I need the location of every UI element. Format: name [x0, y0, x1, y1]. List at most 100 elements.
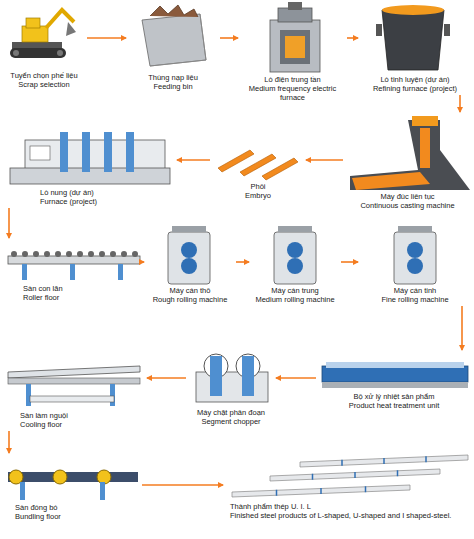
drawing-part	[53, 470, 67, 484]
station-name-vi: Bộ xử lý nhiệt sản phẩm	[320, 392, 468, 401]
drawing-part	[398, 226, 432, 232]
station-name-vi: Máy chặt phân đoạn	[190, 408, 272, 417]
process-station: Máy cán thôRough rolling machine	[146, 224, 234, 304]
drawing-part	[57, 50, 63, 56]
drawing-part	[60, 132, 68, 172]
bundling-floor	[8, 470, 138, 500]
drawing-part	[168, 226, 210, 284]
station-name-vi: Sàn làm nguội	[20, 411, 143, 420]
drawing-part	[97, 470, 111, 484]
flow-arrow	[341, 261, 358, 263]
drawing-part	[8, 378, 140, 384]
process-station: Lò tinh luyện (dự án)Refining furnace (p…	[360, 3, 470, 93]
station-name-vi: Máy cán thô	[148, 286, 232, 295]
drawing-part	[420, 128, 430, 168]
excavator	[10, 10, 76, 58]
station-name-vi: Sàn con lăn	[23, 284, 138, 293]
finished-steel	[232, 455, 468, 497]
drawing-part	[232, 455, 468, 497]
process-station: Máy cán trungMedium rolling machine	[251, 224, 339, 304]
station-name-en: Finished steel products of L-shaped, U-s…	[230, 511, 468, 520]
drawing-part	[150, 5, 198, 17]
drawing-part	[407, 258, 423, 274]
billets	[218, 150, 298, 180]
flow-arrow	[306, 159, 343, 161]
bundle-band	[276, 490, 278, 496]
drawing-part	[232, 485, 410, 497]
drawing-part	[66, 22, 76, 36]
feeding-bin	[142, 5, 206, 66]
drawing-part	[30, 146, 50, 160]
station-name-en: Medium rolling machine	[253, 295, 337, 304]
drawing-part	[126, 132, 134, 172]
drawing-part	[150, 14, 206, 66]
drawing-part	[242, 356, 254, 396]
drawing-part	[394, 226, 436, 284]
drawing-part	[70, 264, 75, 280]
bundle-band	[320, 488, 322, 494]
drawing-part	[100, 482, 105, 500]
process-station: Lò nung (dự án)Furnace (project)	[5, 120, 175, 206]
drawing-part	[382, 10, 444, 70]
cooling-floor	[8, 366, 140, 406]
drawing-part	[270, 20, 320, 72]
station-name-en: Cooling floor	[20, 420, 143, 429]
drawing-part	[110, 384, 115, 406]
drawing-part	[168, 232, 210, 284]
process-station: Máy đúc liên tụcContinuous casting machi…	[345, 114, 470, 210]
station-name-en: Continuous casting machine	[347, 201, 468, 210]
flow-arrow	[220, 37, 238, 39]
drawing-part	[382, 5, 444, 15]
bundle-band	[354, 472, 356, 478]
drawing-part	[8, 472, 138, 482]
station-name-en: Fine rolling machine	[362, 295, 468, 304]
drawing-part	[288, 2, 302, 10]
drawing-part	[142, 14, 206, 66]
bundle-band	[341, 460, 343, 466]
station-name-vi: Lò điện trung tần	[242, 75, 343, 84]
flow-arrow	[276, 377, 316, 379]
roller	[11, 251, 17, 257]
station-name-vi: Máy cán trung	[253, 286, 337, 295]
roller-floor	[8, 251, 140, 280]
flow-arrow	[147, 377, 186, 379]
drawing-part	[210, 356, 222, 396]
process-station: Sàn con lănRoller floor	[5, 240, 140, 302]
process-station: Tuyển chọn phế liệuScrap selection	[3, 3, 85, 89]
station-name-en: Feeding bin	[130, 82, 216, 91]
drawing-part	[22, 264, 27, 280]
process-station: PhôiEmbryo	[212, 140, 304, 200]
drawing-part	[322, 366, 468, 382]
segment-chopper	[196, 354, 268, 402]
station-name-en: Roller floor	[23, 293, 138, 302]
flow-arrow	[461, 306, 463, 350]
drawing-part	[277, 456, 427, 496]
process-station: Thùng nạp liệuFeeding bin	[128, 3, 218, 91]
station-name-vi: Lò tinh luyện (dự án)	[362, 75, 468, 84]
flow-arrow	[177, 159, 210, 161]
drawing-part	[280, 30, 310, 64]
drawing-part	[26, 18, 40, 28]
drawing-part	[9, 470, 23, 484]
drawing-part	[394, 232, 436, 284]
station-name-vi: Lò nung (dự án)	[40, 188, 173, 197]
process-station: Thành phẩm thép U. I. LFinished steel pr…	[225, 450, 470, 520]
drawing-part	[274, 232, 316, 284]
drawing-part	[8, 366, 140, 378]
drawing-part	[118, 264, 123, 280]
drawing-part	[262, 158, 298, 180]
drawing-part	[270, 469, 440, 481]
drawing-part	[322, 382, 468, 388]
process-station: Máy chặt phân đoạnSegment chopper	[188, 350, 274, 426]
casting-machine	[350, 116, 470, 190]
drawing-part	[287, 242, 303, 258]
roller	[132, 251, 138, 257]
drawing-part	[82, 132, 90, 172]
station-name-en: Furnace (project)	[40, 197, 173, 206]
bundle-band	[425, 456, 427, 462]
station-name-vi: Phôi	[214, 182, 302, 191]
drawing-part	[285, 36, 305, 58]
roller	[33, 251, 39, 257]
station-name-vi: Thùng nạp liệu	[130, 73, 216, 82]
bundle-band	[365, 486, 367, 492]
